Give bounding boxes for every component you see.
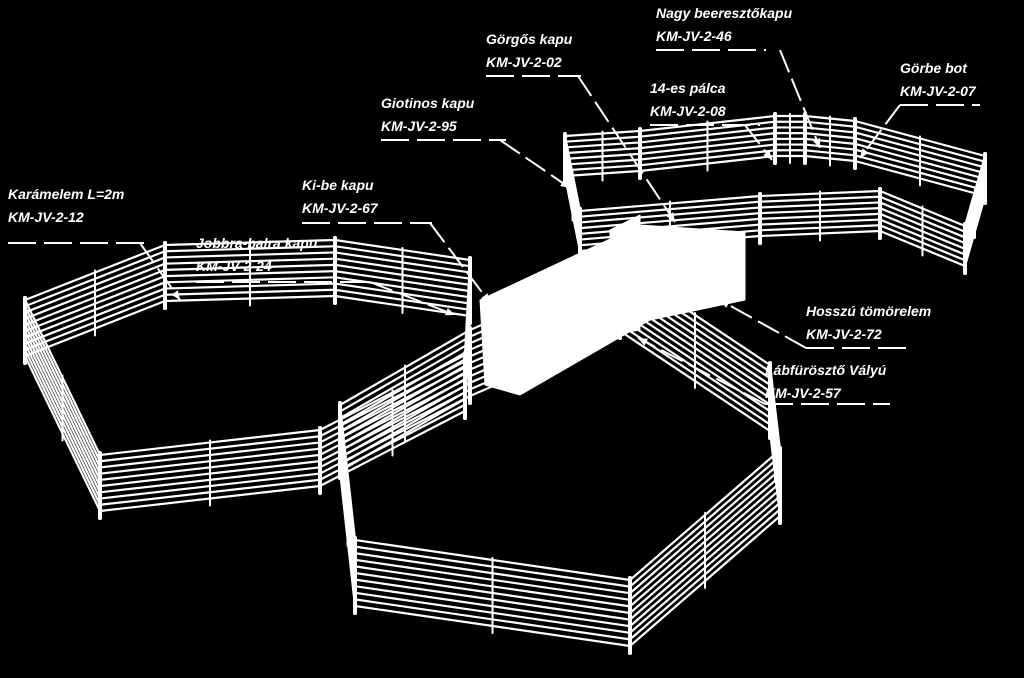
label-nagy-beereszto: Nagy beeresztőkapu KM-JV-2-46 (656, 5, 792, 44)
leader-pointer (719, 299, 807, 349)
label-gorgos-name: Görgős kapu (486, 31, 573, 47)
arrow-head (481, 293, 490, 303)
arrow-head (560, 179, 570, 188)
label-giotinos: Giotinos kapu KM-JV-2-95 (381, 95, 474, 134)
label-labfuroszto: Lábfürösztő Vályú KM-JV-2-57 (765, 362, 886, 401)
label-ki-be-name: Ki-be kapu (302, 177, 374, 193)
leader-pointer (577, 75, 676, 223)
arrow-head (720, 300, 730, 308)
label-palca-code: KM-JV-2-08 (650, 103, 726, 119)
label-hosszu: Hosszú tömörelem KM-JV-2-72 (806, 303, 931, 342)
label-palca-name: 14-es pálca (650, 80, 726, 96)
leader-pointer (779, 49, 821, 149)
label-palca: 14-es pálca KM-JV-2-08 (650, 80, 726, 119)
arrow-head (666, 212, 675, 222)
label-gorbe-bot-code: KM-JV-2-07 (900, 83, 976, 99)
arrow-head (171, 290, 180, 300)
label-karamelem-name: Karámelem L=2m (8, 186, 125, 202)
arrow-head (445, 308, 455, 316)
label-gorgos: Görgős kapu KM-JV-2-02 (486, 31, 572, 70)
label-labfuroszto-code: KM-JV-2-57 (765, 385, 841, 401)
leader-pointer (429, 222, 491, 304)
label-karamelem: Karámelem L=2m KM-JV-2-12 (8, 186, 124, 225)
arrow-head (763, 150, 772, 160)
label-karamelem-code: KM-JV-2-12 (8, 209, 84, 225)
label-jobbra-balra-code: KM-JV-2-24 (196, 258, 272, 274)
label-jobbra-balra: Jobbra-balra kapu KM-JV-2-24 (196, 235, 317, 274)
leader-pointer (139, 242, 181, 301)
leader-pointer (637, 337, 766, 405)
label-ki-be: Ki-be kapu KM-JV-2-67 (302, 177, 378, 216)
arrow-head (638, 338, 648, 346)
label-labfuroszto-name: Lábfürösztő Vályú (765, 362, 887, 378)
label-gorgos-code: KM-JV-2-02 (486, 54, 562, 70)
tall-panel-solid (609, 214, 641, 336)
arrow-head (812, 138, 821, 148)
label-gorbe-bot: Görbe bot KM-JV-2-07 (900, 60, 976, 99)
leader-pointer (369, 281, 456, 316)
label-ki-be-code: KM-JV-2-67 (302, 200, 378, 216)
leader-pointer (859, 104, 901, 159)
label-jobbra-balra-name: Jobbra-balra kapu (196, 235, 318, 251)
label-nagy-beereszto-code: KM-JV-2-46 (656, 28, 732, 44)
label-hosszu-name: Hosszú tömörelem (806, 303, 932, 319)
label-hosszu-code: KM-JV-2-72 (806, 326, 882, 342)
arrow-head (860, 148, 869, 158)
gate-block-solid (487, 304, 521, 373)
label-nagy-beereszto-name: Nagy beeresztőkapu (656, 5, 793, 21)
leader-pointer (499, 139, 571, 189)
label-gorbe-bot-name: Görbe bot (900, 60, 967, 76)
label-giotinos-code: KM-JV-2-95 (381, 118, 457, 134)
label-giotinos-name: Giotinos kapu (381, 95, 475, 111)
